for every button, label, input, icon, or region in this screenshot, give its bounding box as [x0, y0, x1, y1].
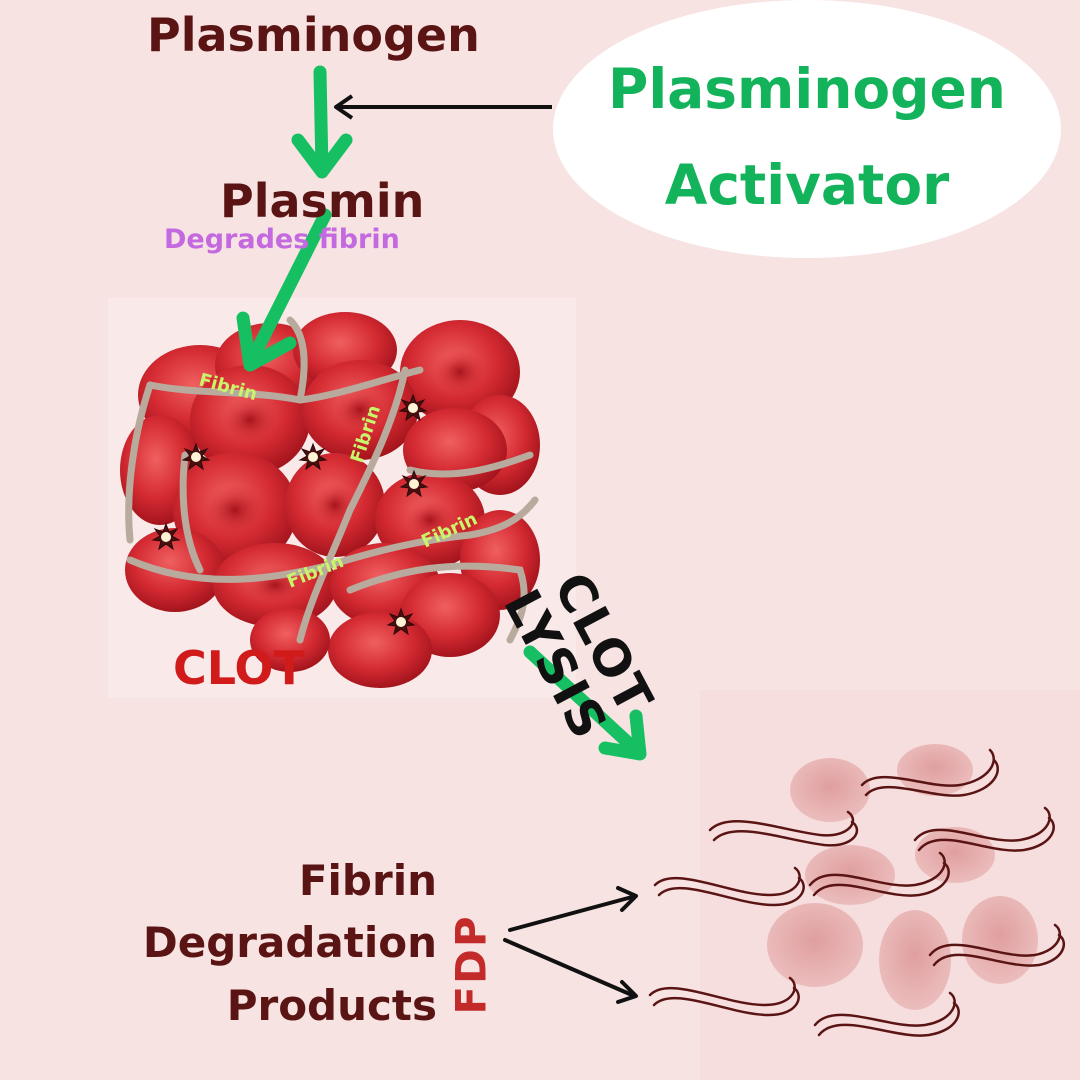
fdp-illustration — [648, 744, 1065, 1037]
fibrin-mesh — [125, 316, 539, 644]
fdp-label-line2: Degradation — [142, 918, 437, 967]
fdp-label-line1: Fibrin — [298, 856, 437, 905]
fdp-abbreviation: FDP — [446, 914, 496, 1015]
fdp-label-line3: Products — [226, 981, 437, 1030]
platelet-icon — [399, 469, 429, 498]
platelet-icon — [298, 442, 328, 471]
plasminogen-activator-label-line1: Plasminogen — [608, 57, 1006, 121]
plasmin-label: Plasmin — [220, 174, 425, 228]
squiggle-fragment — [648, 976, 800, 1017]
platelet-icon — [386, 607, 416, 636]
arrow-plasmin-to-clot — [236, 208, 332, 372]
fdp-arrows — [503, 886, 638, 1004]
degrades-fibrin-label: Degrades fibrin — [164, 224, 400, 255]
fibrin-fragments — [648, 748, 1065, 1037]
clot-label: CLOT — [173, 641, 305, 695]
arrow-plasminogen-to-plasmin — [291, 65, 353, 179]
clot-illustration: Fibrin Fibrin Fibrin Fibrin — [120, 312, 540, 688]
squiggle-fragment — [913, 806, 1055, 852]
squiggle-fragment — [808, 851, 950, 897]
squiggle-fragment — [860, 748, 999, 797]
squiggle-fragment — [928, 923, 1065, 967]
platelets — [151, 393, 429, 636]
platelet-icon — [398, 393, 428, 422]
platelet-icon — [181, 442, 211, 471]
squiggle-fragment — [813, 991, 960, 1037]
plasminogen-activator-oval — [553, 0, 1061, 258]
arrow-activator-to-conversion — [334, 94, 552, 120]
plasminogen-label: Plasminogen — [147, 8, 480, 62]
plasminogen-activator-label-line2: Activator — [664, 153, 950, 217]
squiggle-fragment — [653, 866, 805, 907]
squiggle-fragment — [708, 810, 859, 847]
arrow-clot-lysis — [523, 645, 647, 761]
platelet-icon — [151, 522, 181, 551]
